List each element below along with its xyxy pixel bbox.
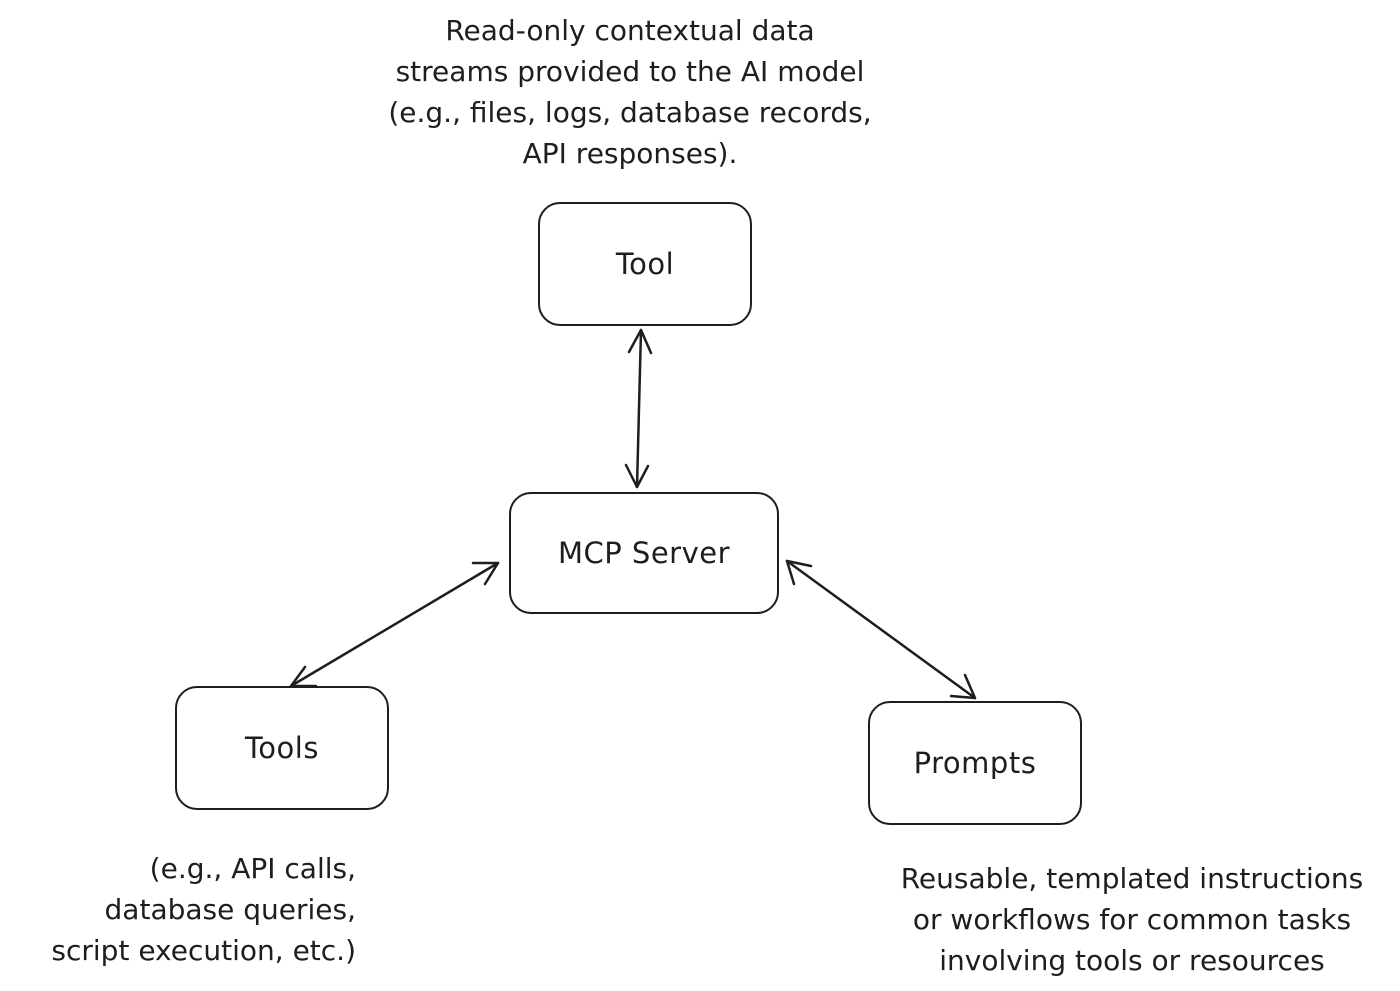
node-tools-label: Tools xyxy=(245,731,319,765)
node-tools: Tools xyxy=(175,686,389,810)
node-mcp-server-label: MCP Server xyxy=(557,536,731,570)
prompts-note-line: Reusable, templated instructions xyxy=(900,862,1364,895)
node-prompts: Prompts xyxy=(868,701,1082,825)
resources-note-line: API responses). xyxy=(522,137,738,170)
resources-note-line: streams provided to the AI model xyxy=(395,55,865,88)
edge-tool-server xyxy=(624,328,653,489)
node-tool-label: Tool xyxy=(615,247,675,281)
node-mcp-server: MCP Server xyxy=(509,492,779,614)
tools-note-line: (e.g., API calls, xyxy=(149,852,356,885)
resources-note: Read-only contextual data streams provid… xyxy=(325,10,935,174)
prompts-note-line: involving tools or resources xyxy=(939,944,1325,977)
tools-note-line: script execution, etc.) xyxy=(51,934,356,967)
resources-note-line: Read-only contextual data xyxy=(445,14,815,47)
node-prompts-label: Prompts xyxy=(913,746,1037,780)
tools-note-line: database queries, xyxy=(104,893,356,926)
prompts-note: Reusable, templated instructions or work… xyxy=(872,858,1392,981)
tools-note: (e.g., API calls, database queries, scri… xyxy=(0,848,356,971)
node-tool: Tool xyxy=(538,202,752,326)
edge-server-prompts xyxy=(785,559,977,700)
edge-server-tools xyxy=(289,561,500,688)
prompts-note-line: or workflows for common tasks xyxy=(912,903,1352,936)
resources-note-line: (e.g., files, logs, database records, xyxy=(388,96,872,129)
